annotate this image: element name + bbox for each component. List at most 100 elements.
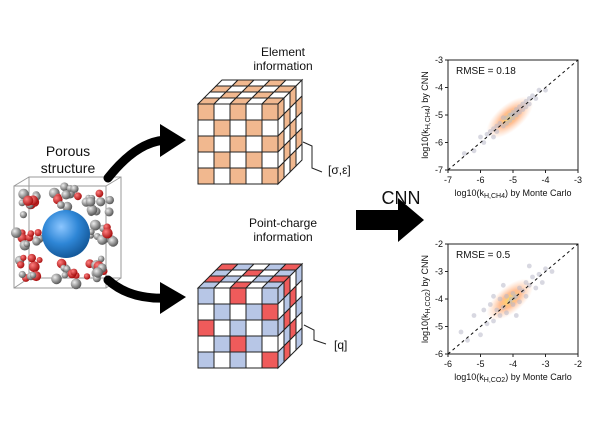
oxygen-atom [70, 268, 78, 276]
scatter-point [530, 274, 535, 280]
scatter-point [523, 280, 529, 285]
voxel-front [261, 103, 279, 121]
scatter-point [481, 307, 487, 313]
x-tick-label: -2 [574, 359, 582, 369]
oxygen-atom [83, 273, 91, 280]
voxel-front [229, 303, 247, 321]
scatter-point [494, 307, 500, 313]
point-charge-information-title: Point-charge information [248, 216, 318, 245]
scatter-point [509, 296, 514, 302]
voxel-front [197, 287, 215, 305]
q-bracket-line [303, 324, 327, 345]
voxel-front [261, 167, 279, 185]
scatter-point [510, 302, 516, 307]
scatter-point [491, 134, 496, 140]
y-axis-label-prefix: log10(k [420, 313, 430, 343]
voxel-front [261, 119, 279, 137]
y-axis-label: log10(kH,CO2) by CNN [420, 255, 432, 343]
y-tick-label: -3 [435, 267, 443, 277]
scatter-point [497, 296, 503, 302]
parity-line [447, 59, 579, 171]
y-tick-label: -4 [435, 294, 443, 304]
carbon-atom [10, 227, 22, 238]
sigma-eps-bracket-line [302, 141, 323, 173]
oxygen-atom [74, 192, 82, 201]
scatter-point [494, 123, 500, 129]
voxel-front [245, 287, 263, 305]
carbon-atom [92, 267, 104, 278]
oxygen-atom [36, 257, 43, 263]
scatter-point [500, 115, 506, 121]
carbon-atom [96, 197, 106, 207]
scatter-point [504, 293, 509, 299]
y-axis-label-suffix: ) by CNN [420, 255, 430, 292]
plot-frame [447, 243, 579, 355]
carbon-atom [104, 207, 114, 217]
arrow-to-point-charge [103, 275, 186, 314]
oxygen-atom [22, 195, 34, 206]
voxel-front [261, 303, 279, 321]
arrow-to-cnn [356, 198, 424, 242]
voxel-front [197, 335, 215, 353]
voxel-front [229, 167, 247, 185]
carbon-atom [18, 270, 26, 279]
voxel-front [213, 103, 231, 121]
voxel-front [197, 103, 215, 121]
voxel-front [245, 335, 263, 353]
scatter-point [543, 87, 548, 93]
voxel-front [245, 303, 263, 321]
voxel-front [213, 303, 231, 321]
scatter-point [533, 285, 539, 291]
carbon-atom [97, 255, 105, 263]
x-axis-label-suffix: ) by Monte Carlo [505, 188, 572, 198]
y-tick-label: -2 [435, 239, 443, 249]
carbon-atom [61, 190, 71, 200]
voxel-front [213, 351, 231, 369]
voxel-front [229, 151, 247, 169]
scatter-point [478, 134, 483, 140]
scatter-point [517, 299, 522, 305]
scatter-point [500, 282, 506, 288]
voxel-front [229, 287, 247, 305]
scatter-point [500, 123, 506, 129]
oxygen-atom [102, 227, 113, 239]
oxygen-atom [17, 261, 25, 269]
scatter-point [458, 329, 464, 335]
voxel-front [213, 151, 231, 169]
carbon-atom [29, 272, 37, 279]
carbon-atom [105, 195, 115, 205]
oxygen-atom [95, 189, 104, 198]
scatter-point [510, 291, 516, 296]
scatter-point [487, 302, 493, 307]
scatter-point [497, 313, 503, 318]
x-tick-label: -6 [444, 359, 452, 369]
rmse-label: RMSE = 0.5 [456, 250, 511, 261]
scatter-point [539, 280, 545, 285]
voxel-front [245, 103, 263, 121]
carbon-atom [60, 182, 69, 191]
voxel-front [261, 151, 279, 169]
voxel-front [229, 335, 247, 353]
oxygen-atom [27, 253, 36, 263]
point-charge-voxel-cube [196, 262, 304, 370]
carbon-atom [61, 271, 69, 279]
oxygen-atom [27, 230, 35, 237]
porous-structure [10, 176, 122, 290]
q-label: [q] [334, 338, 348, 352]
y-tick-label: -7 [435, 165, 443, 175]
scatter-point [465, 337, 470, 343]
carbon-atom [51, 273, 62, 285]
pore-sphere [42, 210, 90, 258]
y-tick-label: -3 [435, 55, 443, 65]
voxel-front [261, 135, 279, 153]
voxel-front [213, 319, 231, 337]
voxel-front [245, 151, 263, 169]
parity-line [447, 243, 579, 355]
scatter-point [509, 112, 514, 118]
voxel-front [213, 287, 231, 305]
oxygen-atom [28, 261, 40, 273]
oxygen-atom [20, 254, 27, 261]
voxel-front [229, 319, 247, 337]
